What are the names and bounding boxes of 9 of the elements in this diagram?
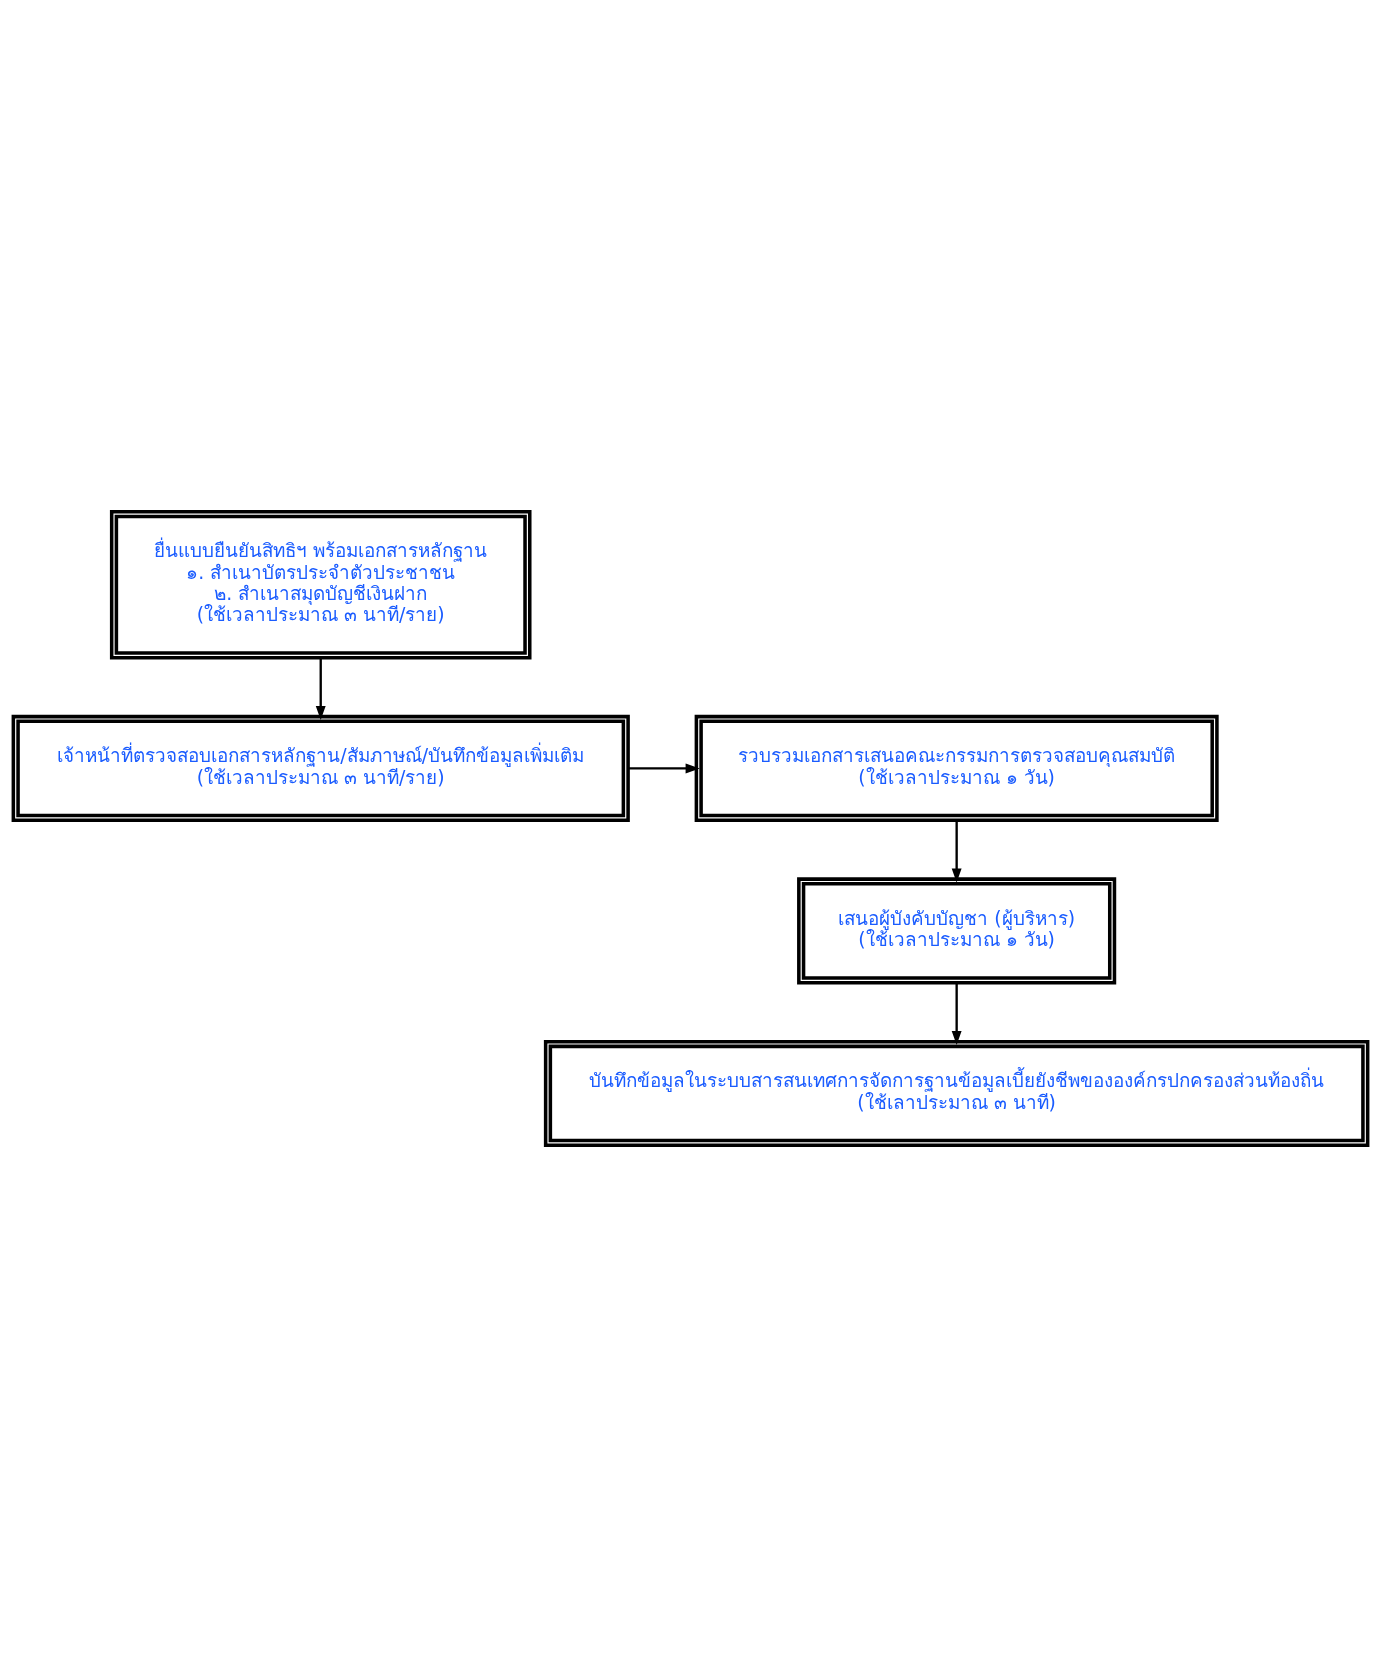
node-box: เจ้าหน้าที่ตรวจสอบเอกสารหลักฐาน/สัมภาษณ์/บันทึกข้อมูลเพิ่มเติม (ใช้เวลาประมาณ ๓ นาที/ราย) [11, 714, 630, 823]
arrow [951, 982, 962, 1046]
node-box: รวบรวมเอกสารเสนอคณะกรรมการตรวจสอบคุณสมบัติ (ใช้เวลาประมาณ ๑ วัน) [694, 714, 1219, 823]
arrow [951, 820, 962, 883]
node-box: ยื่นแบบยืนยันสิทธิฯ พร้อมเอกสารหลักฐาน ๑. สำเนาบัตรประจำตัวประชาชน ๒. สำเนาสมุดบัญชีเงินฝาก (ใช้เวลาประมาณ ๓ นาที/ราย) [109, 509, 532, 660]
node-box: บันทึกข้อมูลในระบบสารสนเทศการจัดการฐานข้อมูลเบี้ยยังชีพขององค์กรปกครองส่วนท้องถิ่น (ใช้เลาประมาณ ๓ นาที) [543, 1039, 1370, 1148]
node-box: เสนอผู้บังคับบัญชา (ผู้บริหาร) (ใช้เวลาประมาณ ๑ วัน) [797, 877, 1117, 985]
arrow [315, 657, 326, 721]
arrow [628, 763, 700, 774]
